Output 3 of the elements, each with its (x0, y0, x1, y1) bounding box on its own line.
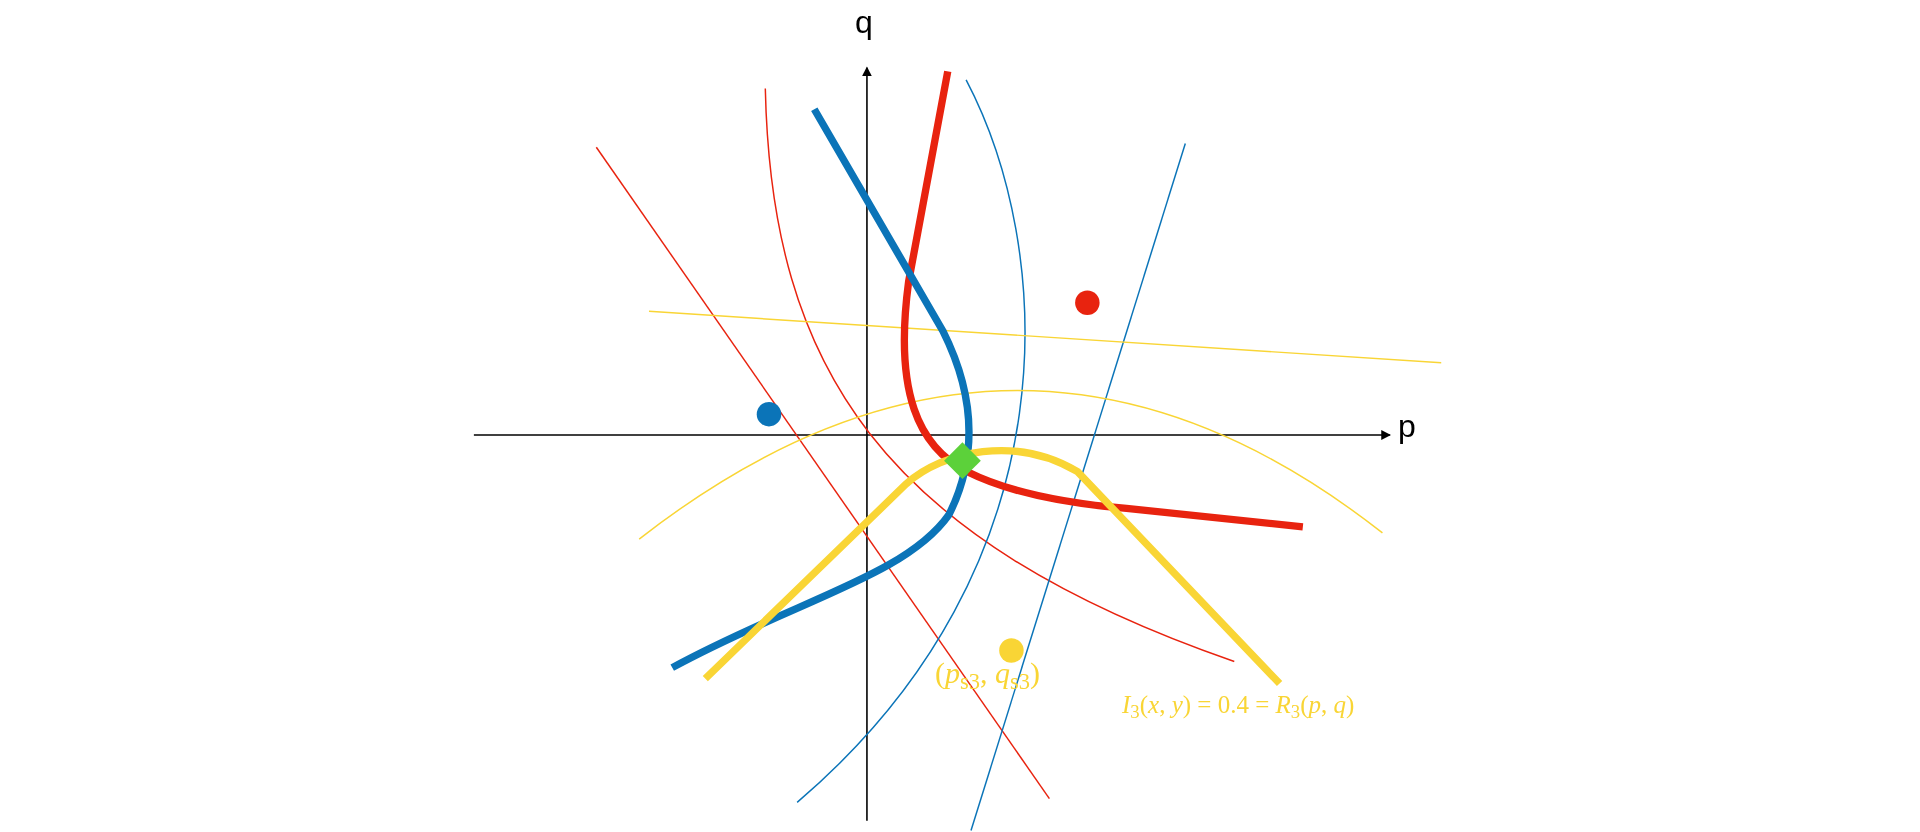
axis-label: p (1398, 410, 1416, 442)
equation-label: I$_{3}$(x, y) = 0.4 = R$_{3}$(p, q) (1122, 692, 1355, 717)
axis-label: q (855, 6, 873, 38)
